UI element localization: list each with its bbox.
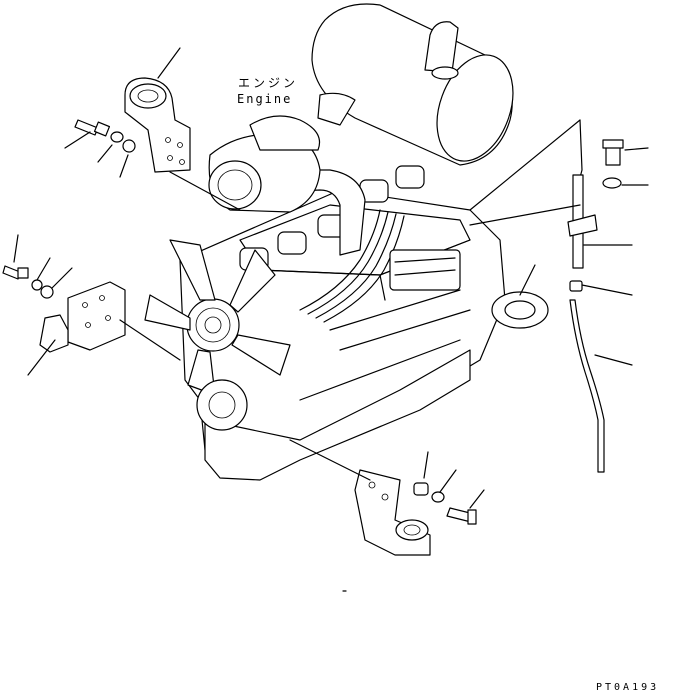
leader-lines (13, 47, 649, 592)
dipstick-assembly (469, 119, 624, 473)
muffler (311, 3, 514, 166)
front-upper-bracket (124, 77, 241, 211)
bolt-set-left (2, 265, 54, 299)
bolt-set-upper-left (74, 119, 136, 153)
engine-assembly (144, 92, 549, 481)
rear-lower-bracket (289, 439, 431, 556)
engine-label-english: Engine (237, 92, 293, 106)
drawing-code: PT0A193 (596, 682, 660, 693)
bolt-set-lower-right (413, 482, 477, 525)
front-left-bracket (39, 281, 181, 361)
engine-label-japanese: エンジン (238, 76, 299, 90)
